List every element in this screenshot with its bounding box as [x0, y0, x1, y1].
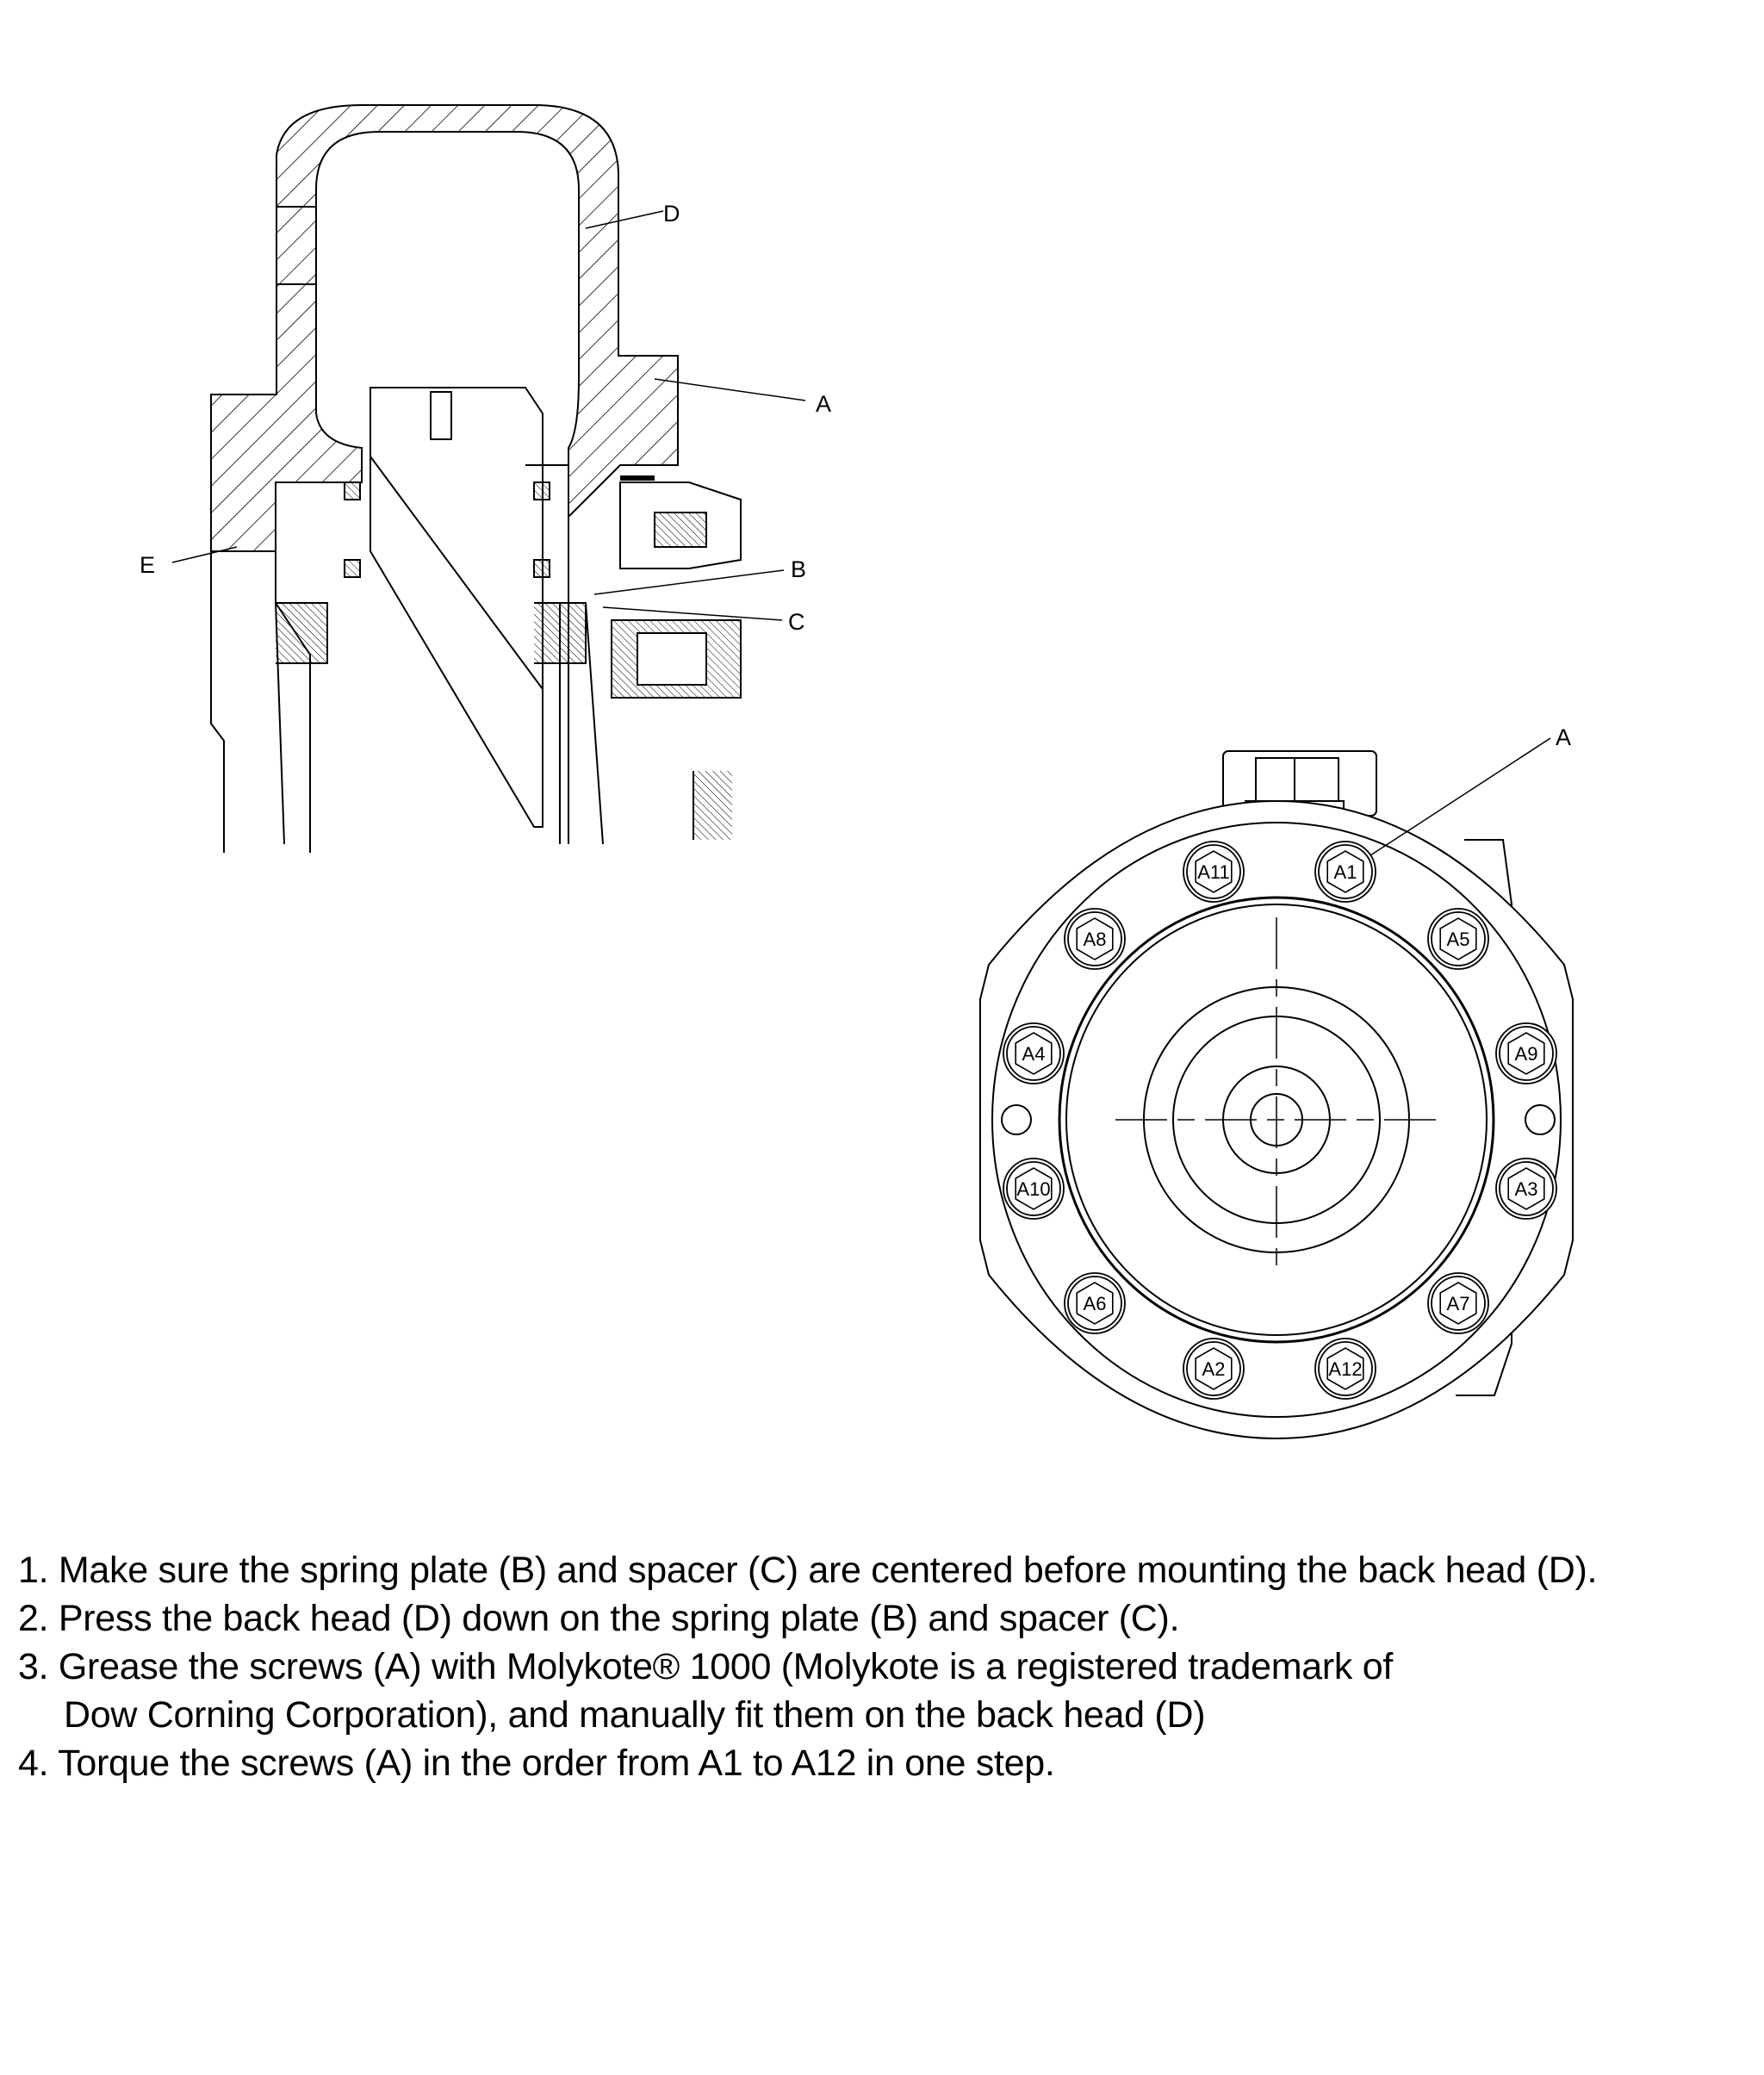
bolt-a3: A3 [1495, 1158, 1557, 1220]
hex-head-icon [1326, 1347, 1364, 1390]
hex-head-icon [1439, 917, 1477, 960]
leader-a [654, 378, 806, 401]
instruction-step-1: 1. Make sure the spring plate (B) and sp… [18, 1550, 1598, 1591]
instruction-step-3-continued: Dow Corning Corporation), and manually f… [64, 1694, 1206, 1736]
bolt-a1: A1 [1314, 841, 1376, 903]
bolt-a5: A5 [1427, 908, 1489, 970]
bolt-label: A10 [1016, 1178, 1050, 1200]
front-callout-a: A [1556, 724, 1571, 750]
bolt-label: A3 [1515, 1178, 1538, 1200]
leader-front-a [1367, 737, 1551, 858]
hex-head-icon [1507, 1167, 1545, 1210]
hex-head-icon [1507, 1032, 1545, 1075]
bolt-a9: A9 [1495, 1022, 1557, 1084]
section-view [171, 104, 806, 853]
bolt-label: A4 [1022, 1043, 1046, 1065]
hex-head-icon [1439, 1282, 1477, 1325]
back-head-section [210, 104, 679, 552]
bolt-a7: A7 [1427, 1272, 1489, 1334]
front-view [979, 737, 1574, 1440]
instruction-step-3: 3. Grease the screws (A) with Molykote® … [18, 1646, 1394, 1687]
bolt-label: A8 [1084, 929, 1107, 950]
hex-head-icon [1326, 850, 1364, 893]
hex-head-icon [1195, 850, 1233, 893]
hex-head-icon [1015, 1032, 1053, 1075]
callout-b: B [791, 556, 806, 582]
section-callouts: D A B C E [140, 201, 831, 635]
bolt-a2: A2 [1183, 1338, 1245, 1400]
leader-b [593, 569, 785, 595]
callout-c: C [788, 609, 805, 635]
bolt-a12: A12 [1314, 1338, 1376, 1400]
callout-d: D [663, 201, 680, 227]
bolt-label: A1 [1334, 861, 1357, 883]
callout-e: E [140, 552, 155, 578]
bolt-a6: A6 [1064, 1272, 1126, 1334]
bolt-label: A6 [1084, 1293, 1107, 1314]
instruction-list: 1. Make sure the spring plate (B) and sp… [18, 1546, 1597, 1787]
instruction-step-2: 2. Press the back head (D) down on the s… [18, 1598, 1180, 1639]
leader-e [171, 546, 238, 563]
hex-head-icon [1076, 1282, 1114, 1325]
instruction-step-4: 4. Torque the screws (A) in the order fr… [18, 1743, 1055, 1784]
callout-a: A [816, 391, 831, 417]
hex-head-icon [1015, 1167, 1053, 1210]
bolt-label: A12 [1328, 1358, 1362, 1380]
leader-c [602, 606, 783, 621]
bolt-a11: A11 [1183, 841, 1245, 903]
bolt-label: A11 [1197, 861, 1230, 883]
piston [370, 387, 543, 828]
leader-d [585, 210, 664, 229]
bolt-label: A2 [1202, 1358, 1226, 1380]
bolt-a8: A8 [1064, 908, 1126, 970]
bolt-label: A9 [1515, 1043, 1538, 1065]
bolt-label: A7 [1447, 1293, 1470, 1314]
bolt-a4: A4 [1003, 1022, 1065, 1084]
bolt-label: A5 [1447, 929, 1470, 950]
bolt-a10: A10 [1003, 1158, 1065, 1220]
hex-head-icon [1195, 1347, 1233, 1390]
hex-head-icon [1076, 917, 1114, 960]
